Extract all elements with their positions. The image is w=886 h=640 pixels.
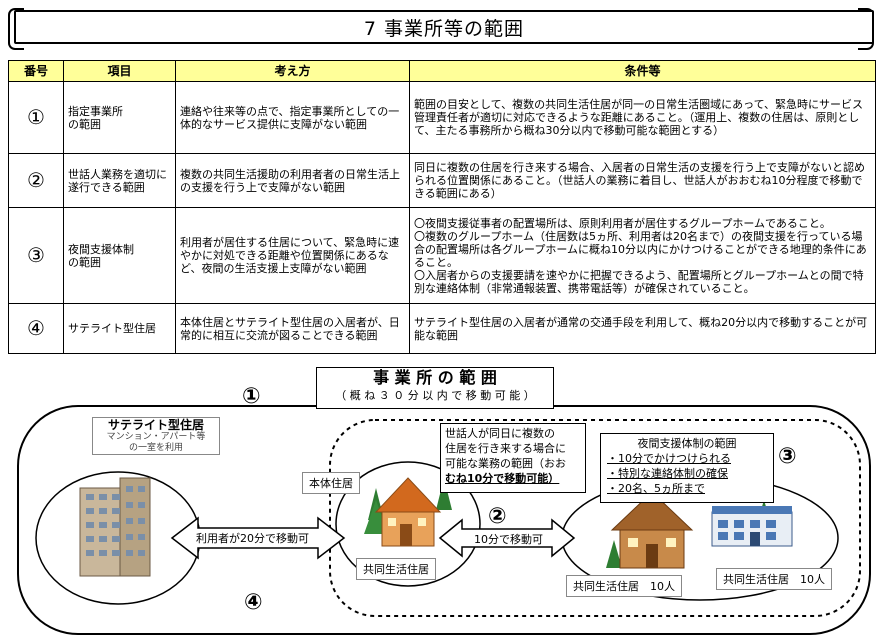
modern-house-icon: [711, 500, 793, 547]
table-row: ② 世話人業務を適切に遂行できる範囲 複数の共同生活援助の利用者者の日常生活上の…: [8, 153, 876, 208]
arrow-20min: [170, 516, 346, 560]
table-row: ③ 夜間支援体制 の範囲 利用者が居住する住居について、緊急時に速やかに対処でき…: [8, 207, 876, 304]
caretaker-range-box: 世話人が同日に複数の 住居を行き来する場合に 可能な業務の範囲（おお むね10分…: [440, 423, 586, 493]
row-number: ②: [8, 153, 64, 208]
wooden-house-icon: [606, 491, 694, 569]
row-number: ①: [8, 81, 64, 154]
header-conditions: 条件等: [409, 60, 876, 82]
arrow-20min-text: 利用者が20分で移動可: [196, 532, 309, 545]
apartment-building-icon: [79, 477, 151, 577]
caretaker-line: 世話人が同日に複数の: [445, 427, 555, 440]
row-conditions: 〇夜間支援従事者の配置場所は、原則利用者が居住するグループホームであること。 〇…: [409, 207, 876, 304]
main-house-label: 本体住居: [302, 472, 360, 494]
row-idea: 複数の共同生活援助の利用者者の日常生活上の支援を行う上で支障がない範囲: [175, 153, 410, 208]
table-row: ① 指定事業所 の範囲 連絡や往来等の点で、指定事業所としての一体的なサービス提…: [8, 81, 876, 154]
range-title-box: 事 業 所 の 範 囲 （ 概 ね ３ ０ 分 以 内 で 移 動 可 能 ）: [316, 367, 554, 409]
header-number: 番号: [8, 60, 64, 82]
range-table: 番号 項目 考え方 条件等 ① 指定事業所 の範囲 連絡や往来等の点で、指定事業…: [8, 60, 876, 354]
night-support-item: ・10分でかけつけられる: [607, 452, 731, 465]
row-idea: 連絡や往来等の点で、指定事業所としての一体的なサービス提供に支障がない範囲: [175, 81, 410, 154]
house-with-trees-icon: [364, 477, 452, 547]
satellite-title: サテライト型住居: [107, 418, 204, 432]
arrow-10min: [438, 518, 576, 558]
night-support-box: 夜間支援体制の範囲 ・10分でかけつけられる ・特別な連絡体制の確保 ・20名、…: [600, 433, 774, 503]
row-item: 夜間支援体制 の範囲: [63, 207, 176, 304]
table-row: ④ サテライト型住居 本体住居とサテライト型住居の入居者が、日常的に相互に交流が…: [8, 303, 876, 354]
satellite-label-box: サテライト型住居 マンション・アパート等 の一室を利用: [92, 417, 220, 455]
row-number: ④: [8, 303, 64, 354]
caretaker-line: 可能な業務の範囲（おお: [445, 457, 566, 470]
marker-3: ③: [778, 444, 797, 469]
row-conditions: 範囲の目安として、複数の共同生活住居が同一の日常生活圏域にあって、緊急時にサービ…: [409, 81, 876, 154]
row-item: サテライト型住居: [63, 303, 176, 354]
night-support-title: 夜間支援体制の範囲: [637, 437, 737, 450]
satellite-sub2: の一室を利用: [128, 443, 183, 453]
header-item: 項目: [63, 60, 176, 82]
night-support-boundary: [329, 419, 861, 617]
satellite-sub1: マンション・アパート等: [106, 432, 206, 442]
condition-line: 〇複数のグループホーム（住居数は5ヵ所、利用者は20名まで）の夜間支援を行ってい…: [414, 229, 867, 269]
row-conditions: 同日に複数の住居を行き来する場合、入居者の日常生活の支援を行う上で支障がないと認…: [409, 153, 876, 208]
header-idea: 考え方: [175, 60, 410, 82]
condition-line: 〇入居者からの支援要請を速やかに把握できるよう、配置場所とグループホームとの間で…: [414, 268, 864, 295]
page-title: 7 事業所等の範囲: [14, 10, 874, 44]
table-header-row: 番号 項目 考え方 条件等: [8, 60, 876, 82]
row-idea: 利用者が居住する住居について、緊急時に速やかに対処できる距離や位置関係にあるなど…: [175, 207, 410, 304]
row-conditions: サテライト型住居の入居者が通常の交通手段を利用して、概ね20分以内で移動すること…: [409, 303, 876, 354]
gh10-label-b: 共同生活住居 10人: [716, 568, 832, 590]
night-support-item: ・特別な連絡体制の確保: [607, 467, 728, 480]
gh-label: 共同生活住居: [356, 558, 436, 580]
marker-1: ①: [242, 384, 261, 409]
row-item: 指定事業所 の範囲: [63, 81, 176, 154]
range-subtitle: （ 概 ね ３ ０ 分 以 内 で 移 動 可 能 ）: [335, 389, 535, 402]
marker-4: ④: [244, 590, 263, 615]
condition-line: 〇夜間支援従事者の配置場所は、原則利用者が居住するグループホームであること。: [414, 216, 831, 230]
marker-2: ②: [488, 504, 507, 529]
row-item: 世話人業務を適切に遂行できる範囲: [63, 153, 176, 208]
arrow-10min-text: 10分で移動可: [474, 533, 543, 546]
row-number: ③: [8, 207, 64, 304]
range-title: 事 業 所 の 範 囲: [373, 368, 497, 387]
caretaker-line: むね10分で移動可能）: [445, 472, 560, 485]
night-support-item: ・20名、5ヵ所まで: [607, 482, 705, 495]
title-banner: 7 事業所等の範囲: [8, 8, 874, 50]
row-idea: 本体住居とサテライト型住居の入居者が、日常的に相互に交流が図ることできる範囲: [175, 303, 410, 354]
caretaker-line: 住居を行き来する場合に: [445, 442, 566, 455]
gh10-label-a: 共同生活住居 10人: [566, 575, 682, 597]
